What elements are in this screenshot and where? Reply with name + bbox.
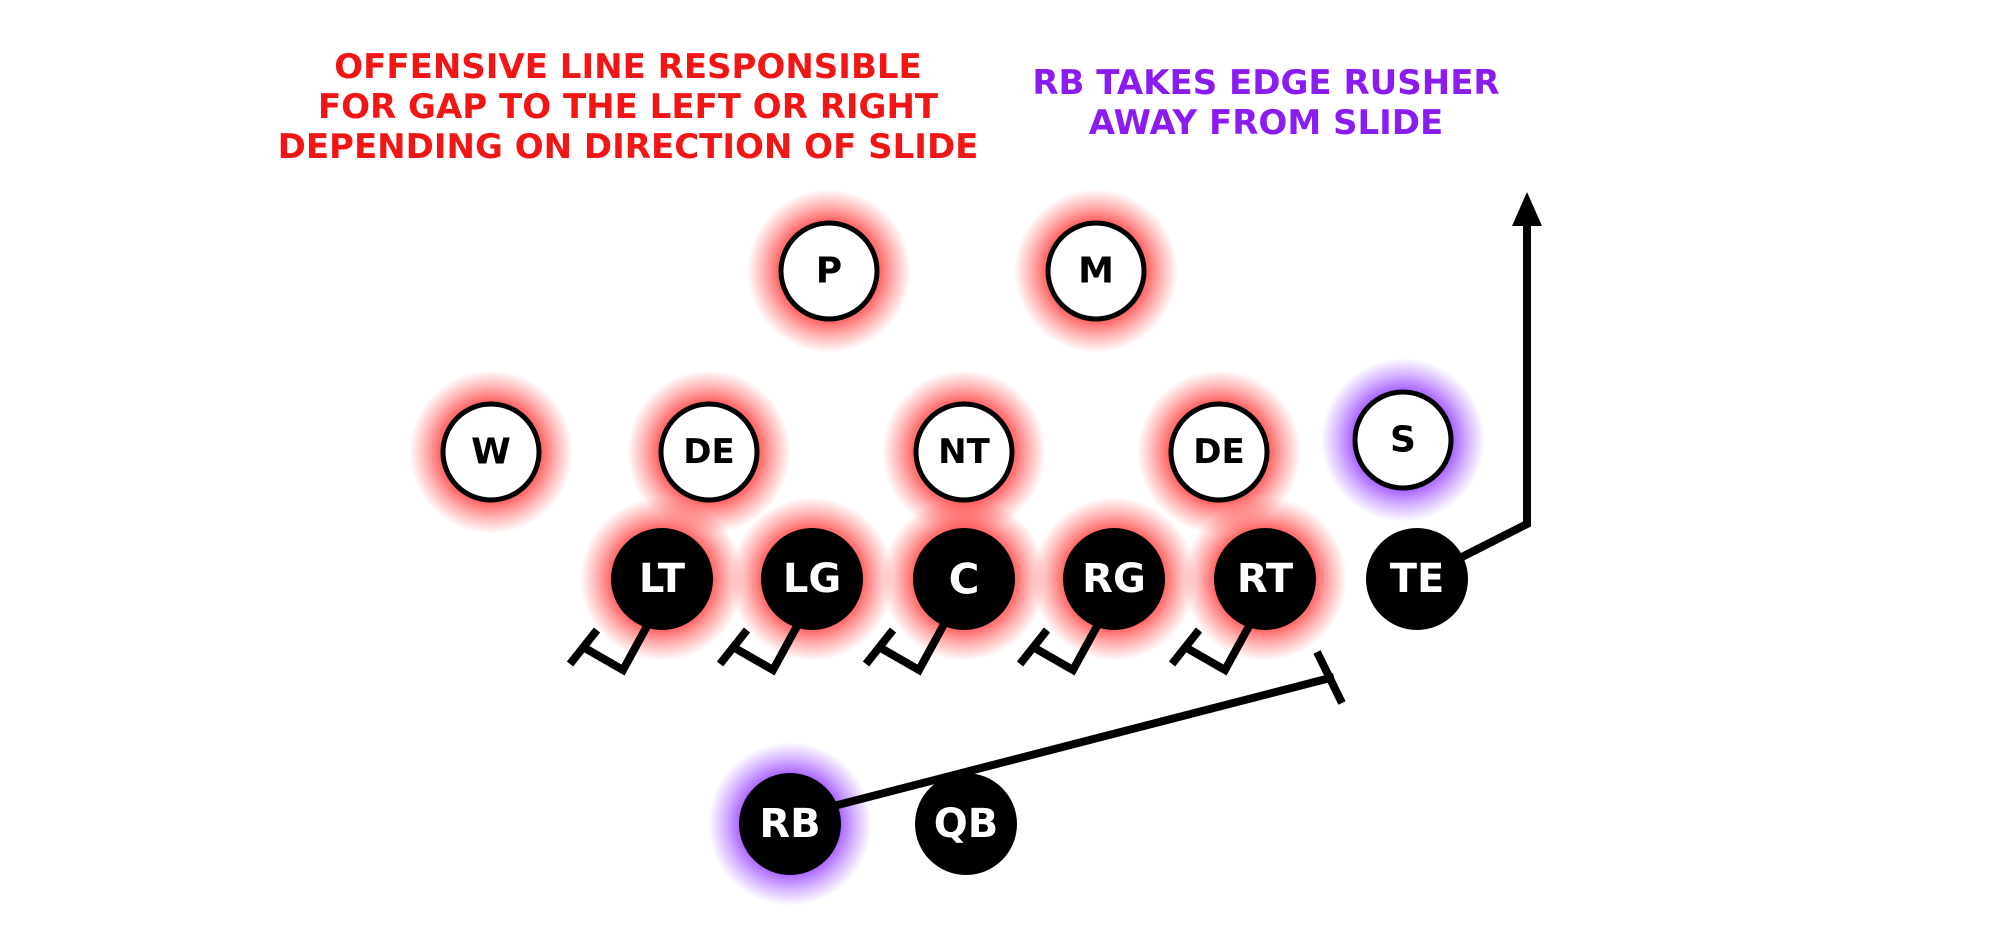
player-LG-label: LG <box>783 556 841 602</box>
rb-caption-line-2: AWAY FROM SLIDE <box>1089 103 1444 143</box>
defender-P-label: P <box>816 251 842 292</box>
defender-DE-left: DE <box>658 401 760 503</box>
caption-line-2: FOR GAP TO THE LEFT OR RIGHT <box>318 87 939 127</box>
rb-caption-line-1: RB TAKES EDGE RUSHER <box>1032 63 1499 103</box>
caption-line-1: OFFENSIVE LINE RESPONSIBLE <box>334 47 922 87</box>
player-QB-label: QB <box>934 801 999 847</box>
defender-NT-label: NT <box>938 432 990 472</box>
player-RB-label: RB <box>759 801 820 847</box>
defender-S: S <box>1352 389 1454 491</box>
defender-S-label: S <box>1390 420 1416 461</box>
block-arrow-RT <box>1168 615 1258 676</box>
defender-W: W <box>440 401 542 503</box>
player-RG: RG <box>1063 528 1165 630</box>
defender-DE-right: DE <box>1168 401 1270 503</box>
defender-P: P <box>778 220 880 322</box>
defender-W-label: W <box>471 432 511 473</box>
defender-DE-left-label: DE <box>683 432 734 472</box>
player-LT-label: LT <box>639 556 686 602</box>
caption-line-3: DEPENDING ON DIRECTION OF SLIDE <box>278 127 979 167</box>
line-block-arrows <box>566 615 1258 676</box>
player-LT: LT <box>611 528 713 630</box>
player-TE-label: TE <box>1390 556 1445 602</box>
defense: P M W DE NT DE S <box>440 220 1454 503</box>
block-arrow-C <box>862 615 952 676</box>
route-arrowhead-icon <box>1512 192 1542 226</box>
block-arrow-RG <box>1016 615 1106 676</box>
player-RT: RT <box>1214 528 1316 630</box>
rb-caption: RB TAKES EDGE RUSHER AWAY FROM SLIDE <box>1032 63 1499 143</box>
block-arrow-LG <box>716 615 806 676</box>
defender-M-label: M <box>1078 251 1114 292</box>
defender-NT: NT <box>913 401 1015 503</box>
te-route <box>1458 192 1542 562</box>
block-arrow-LT <box>566 615 656 676</box>
player-QB: QB <box>915 773 1017 875</box>
offense: LT LG C RG RT TE RB QB <box>611 528 1468 875</box>
player-TE: TE <box>1366 528 1468 630</box>
rb-block-path <box>825 650 1346 812</box>
defender-DE-right-label: DE <box>1193 432 1244 472</box>
offensive-line-caption: OFFENSIVE LINE RESPONSIBLE FOR GAP TO TH… <box>278 47 979 167</box>
defender-M: M <box>1045 220 1147 322</box>
player-C: C <box>913 528 1015 630</box>
player-RB: RB <box>739 773 841 875</box>
player-RT-label: RT <box>1237 556 1294 602</box>
player-LG: LG <box>761 528 863 630</box>
player-C-label: C <box>949 555 980 604</box>
player-RG-label: RG <box>1082 556 1146 602</box>
